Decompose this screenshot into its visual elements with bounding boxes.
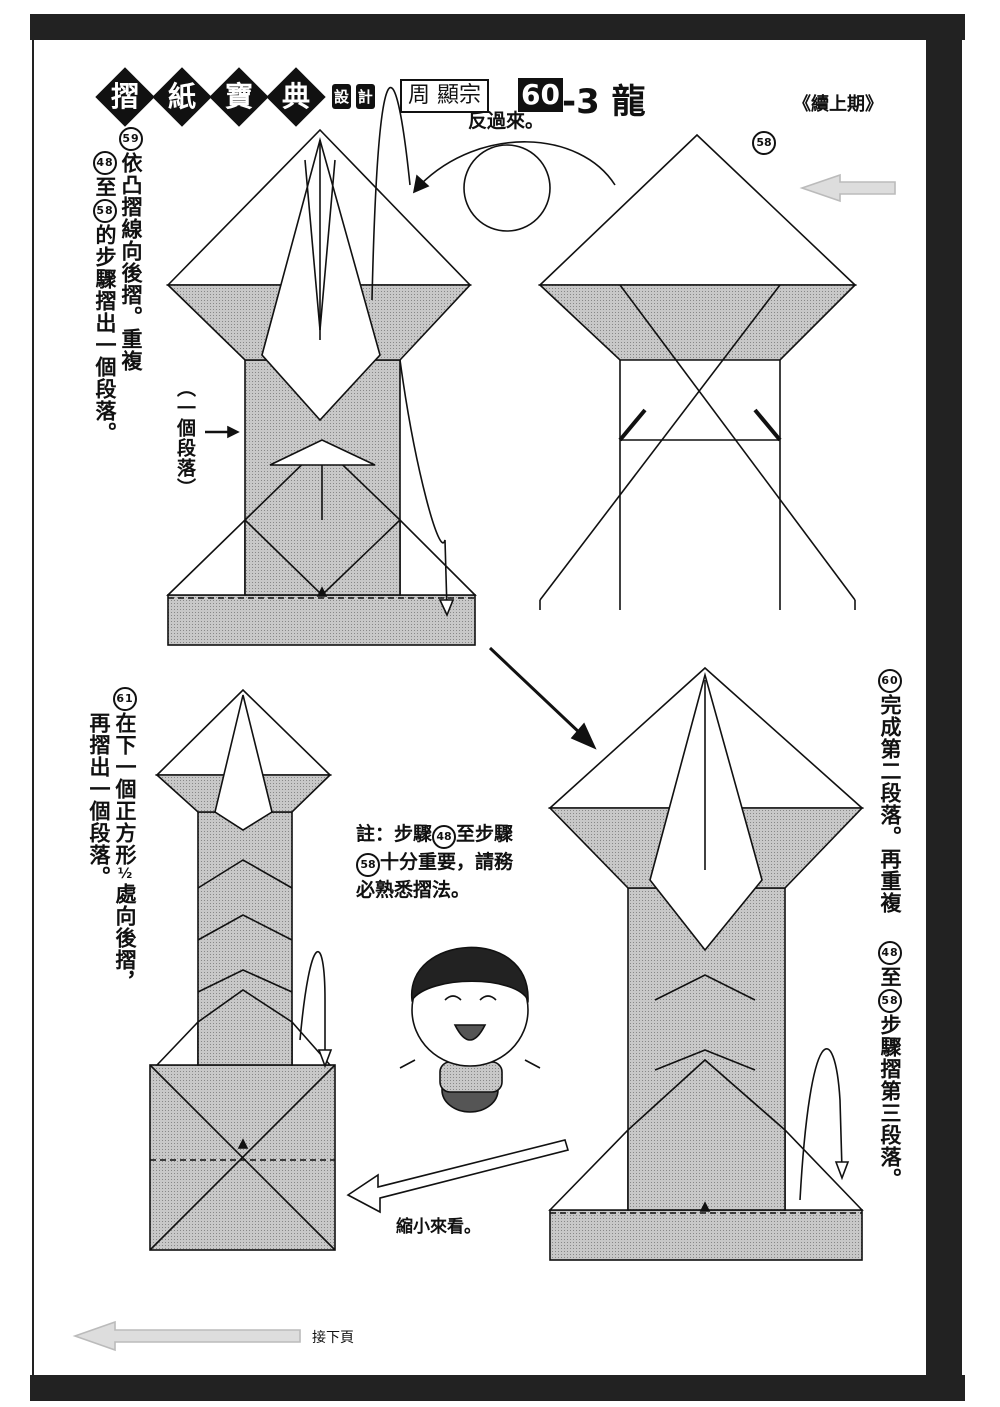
issue-number: 60 (518, 78, 563, 112)
top-border (30, 14, 965, 40)
series-title-char: 紙 (152, 67, 212, 127)
step-58-number: 58 (752, 131, 776, 155)
series-title-char: 摺 (95, 67, 155, 127)
step-60-line1: 60完成第二段落。再重複 (877, 668, 903, 914)
design-label: 設 計 (332, 84, 375, 109)
designer-name: 周 顯宗 (400, 79, 489, 113)
cartoon-boy-illustration (399, 946, 541, 1113)
next-page-label: 接下頁 (312, 1330, 354, 1346)
diagram-step-59 (166, 86, 477, 646)
next-page-arrow (72, 1320, 301, 1352)
one-section-label: （一個段落） (174, 378, 196, 498)
diagram-step-61 (149, 688, 336, 1251)
series-title-char: 寶 (209, 67, 269, 127)
step-59-line2: 48至58的步驟摺出一個段落。 (92, 150, 118, 444)
bottom-border (30, 1375, 965, 1401)
diagram-step-60 (547, 666, 865, 1261)
step-59-line1: 59依凸摺線向後摺。重複 (118, 126, 144, 372)
flip-over-caption: 反過來。 (468, 110, 545, 132)
decorative-arrow (799, 173, 896, 203)
chapter-title: -3 龍 (562, 82, 646, 122)
step-61-line1: 61在下一個正方形½處向後摺， (112, 686, 138, 993)
left-border (32, 40, 34, 1375)
continued-label: 《續上期》 (793, 94, 883, 115)
diagram-step-58 (537, 133, 858, 610)
flip-circle (463, 144, 551, 232)
step-60-line2: 48至58步驟摺第三段落。 (877, 940, 903, 1190)
series-title-char: 典 (266, 67, 326, 127)
right-border (926, 40, 962, 1375)
step-61-line2: 再摺出一個段落。 (87, 712, 111, 888)
zoom-out-arrow (346, 1139, 570, 1214)
zoom-out-caption: 縮小來看。 (396, 1217, 481, 1237)
